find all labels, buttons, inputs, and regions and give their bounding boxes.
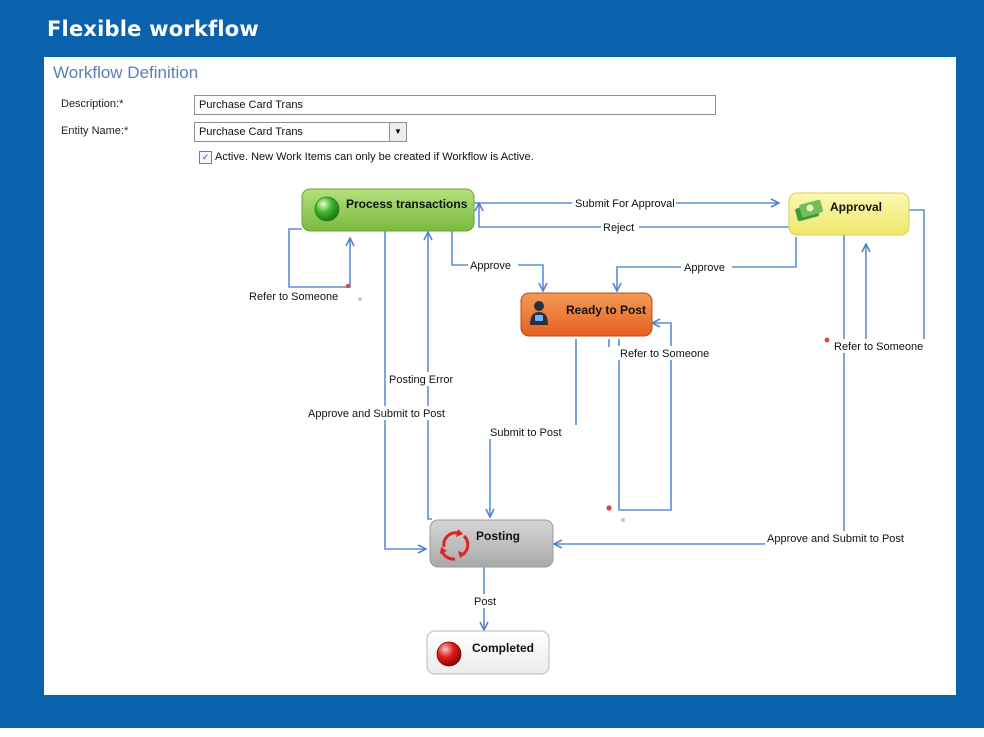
entity-name-value: Purchase Card Trans — [199, 126, 303, 138]
label-approve-left: Approve — [470, 260, 511, 272]
connector-dot — [358, 297, 362, 301]
label-approve-submit-right: Approve and Submit to Post — [767, 533, 904, 545]
money-approval-icon — [795, 199, 823, 222]
state-completed[interactable]: Completed — [426, 630, 550, 675]
state-process-transactions[interactable]: Process transactions — [301, 188, 475, 232]
connector-posting-error — [428, 232, 432, 520]
label-submit-for-approval: Submit For Approval — [575, 198, 675, 210]
workflow-panel: Workflow Definition Description:* Purcha… — [44, 57, 956, 695]
state-ready-to-post[interactable]: Ready to Post — [520, 292, 653, 337]
label-reject: Reject — [603, 222, 634, 234]
active-checkbox-label: Active. New Work Items can only be creat… — [215, 151, 534, 163]
state-completed-label: Completed — [472, 641, 534, 655]
state-process-label: Process transactions — [346, 197, 468, 211]
user-icon — [530, 301, 548, 325]
connector-reject — [479, 203, 793, 228]
label-approve-submit-left: Approve and Submit to Post — [308, 408, 445, 420]
state-posting[interactable]: Posting — [429, 519, 554, 568]
red-ball-icon — [436, 641, 462, 667]
refresh-arrowheads — [440, 529, 466, 558]
green-ball-icon — [314, 196, 340, 222]
connector-approve-submit-left — [384, 229, 426, 549]
state-approval-label: Approval — [830, 200, 882, 214]
connector-dot — [824, 337, 830, 343]
label-submit-to-post: Submit to Post — [490, 427, 562, 439]
connector-refer-left — [288, 228, 350, 288]
description-field[interactable]: Purchase Card Trans — [194, 95, 716, 115]
label-refer-left: Refer to Someone — [249, 291, 338, 303]
label-refer-middle: Refer to Someone — [620, 348, 709, 360]
label-approve-right: Approve — [684, 262, 725, 274]
state-approval[interactable]: Approval — [788, 192, 910, 236]
connector-dot — [345, 283, 351, 289]
active-checkbox[interactable]: ✓ — [199, 151, 212, 164]
workflow-diagram: Submit For Approval Reject Approve Appro… — [247, 188, 940, 675]
entity-name-select[interactable]: Purchase Card Trans ▼ — [194, 122, 407, 142]
label-refer-right: Refer to Someone — [834, 341, 923, 353]
connector-dot — [606, 505, 612, 511]
label-posting-error: Posting Error — [389, 374, 454, 386]
state-posting-label: Posting — [476, 529, 520, 543]
chevron-down-icon[interactable]: ▼ — [389, 123, 406, 141]
description-label: Description:* — [61, 98, 124, 110]
label-post: Post — [474, 596, 496, 608]
connector-dot — [621, 518, 625, 522]
section-title: Workflow Definition — [53, 63, 199, 82]
bottom-band — [0, 728, 984, 737]
entity-name-label: Entity Name:* — [61, 125, 129, 137]
banner-title: Flexible workflow — [47, 17, 260, 41]
state-ready-label: Ready to Post — [566, 303, 646, 317]
